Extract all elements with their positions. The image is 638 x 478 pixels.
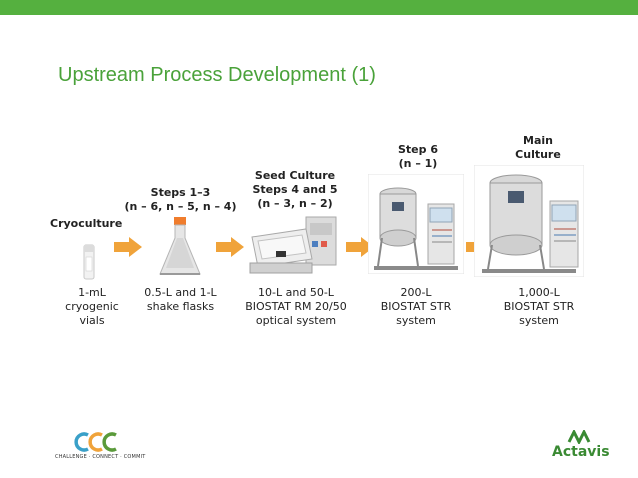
stage-header-main-culture: Main Culture bbox=[515, 134, 561, 161]
stage-caption-cryoculture: 1-mL cryogenic vials bbox=[65, 286, 119, 327]
vial-icon bbox=[83, 244, 95, 280]
stage-caption-rm-system: 10-L and 50-L BIOSTAT RM 20/50 optical s… bbox=[245, 286, 347, 327]
process-arrow-3 bbox=[346, 237, 374, 257]
ccc-tagline: CHALLENGE · CONNECT · COMMIT bbox=[55, 454, 146, 460]
rocking-bioreactor-icon bbox=[249, 216, 337, 274]
process-arrow-2 bbox=[216, 237, 244, 257]
stage-header-cryoculture: Cryoculture bbox=[50, 217, 123, 230]
stage-header-steps-1-3: Steps 1–3 (n – 6, n – 5, n – 4) bbox=[124, 186, 237, 213]
stage-header-step-6: Step 6 (n – 1) bbox=[398, 143, 438, 170]
stage-caption-200l: 200-L BIOSTAT STR system bbox=[380, 286, 452, 327]
stage-header-seed-culture: Seed Culture Steps 4 and 5 (n – 3, n – 2… bbox=[252, 169, 338, 210]
stage-caption-1000l: 1,000-L BIOSTAT STR system bbox=[503, 286, 575, 327]
actavis-brand-name: Actavis bbox=[552, 444, 610, 460]
stage-caption-shake-flasks: 0.5-L and 1-L shake flasks bbox=[144, 286, 217, 313]
slide-title: Upstream Process Development (1) bbox=[58, 64, 376, 86]
actavis-logo-icon bbox=[567, 430, 591, 444]
ccc-logo-icon bbox=[74, 432, 117, 452]
bioreactor-1000l-icon bbox=[474, 165, 584, 277]
bioreactor-200l-icon bbox=[368, 174, 464, 274]
top-accent-bar bbox=[0, 0, 638, 15]
flask-icon bbox=[159, 217, 201, 275]
process-arrow-1 bbox=[114, 237, 142, 257]
